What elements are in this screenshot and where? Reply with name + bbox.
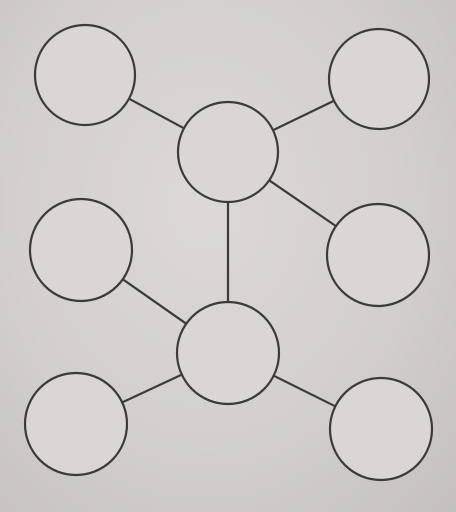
node-n2 [327,27,431,131]
edge-n1-n3 [128,97,185,130]
node-n1 [33,23,137,127]
node-n7 [23,371,129,477]
node-circle [23,371,129,477]
node-n6 [175,300,281,406]
nodes-layer [23,23,434,482]
node-circle [176,100,280,204]
node-n3 [176,100,280,204]
edge-n4-n6 [122,278,187,325]
edge-n6-n7 [121,373,183,404]
node-circle [175,300,281,406]
edge-n3-n5 [268,179,337,228]
node-circle [328,376,434,482]
node-n8 [328,376,434,482]
node-circle [325,202,431,308]
edge-n6-n8 [273,374,336,408]
node-n4 [28,197,134,303]
node-circle [28,197,134,303]
edges-layer [121,97,337,408]
node-circle [327,27,431,131]
node-n5 [325,202,431,308]
node-circle [33,23,137,127]
edge-n2-n3 [272,99,335,132]
